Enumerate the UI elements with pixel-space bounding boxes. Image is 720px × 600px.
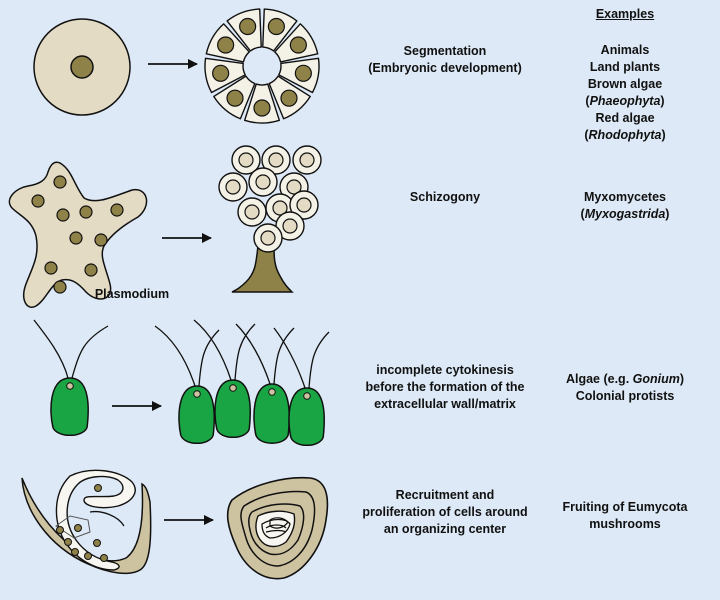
spore-nucleus — [225, 179, 241, 195]
example-line: Myxomycetes — [584, 190, 666, 204]
example-line: Land plants — [589, 60, 661, 74]
process-label-recruitment: Recruitment and proliferation of cells a… — [345, 487, 545, 538]
flagellum — [193, 319, 232, 381]
example-line: Red algae — [595, 111, 655, 125]
eyespot — [229, 384, 237, 392]
flagellum — [308, 331, 330, 389]
nucleus — [226, 89, 244, 107]
eyespot — [303, 392, 311, 400]
spore-nucleus — [268, 152, 284, 168]
process-label-incomplete-cytokinesis: incomplete cytokinesis before the format… — [345, 362, 545, 413]
spore-nucleus — [286, 179, 302, 195]
process-line: an organizing center — [383, 522, 507, 536]
process-line: before the formation of the — [365, 380, 525, 394]
examples-segmentation: Animals Land plants Brown algae (Phaeoph… — [565, 42, 685, 144]
sporangium-fruiting-body — [218, 145, 322, 293]
process-line: Segmentation — [403, 44, 487, 58]
eyespot — [193, 390, 201, 398]
process-line: (Embryonic development) — [368, 61, 522, 75]
examples-colonial: Algae (e.g. Gonium) Colonial protists — [550, 371, 700, 405]
nucleus — [289, 36, 307, 54]
example-line: Colonial protists — [575, 389, 675, 403]
algal-cell — [288, 387, 325, 447]
nucleus — [267, 17, 285, 36]
process-line: Schizogony — [409, 190, 481, 204]
eyespot — [66, 382, 74, 390]
algal-cell — [253, 383, 290, 444]
example-line: (Rhodophyta) — [584, 128, 666, 142]
spore-nucleus — [296, 197, 312, 213]
flagellum — [33, 319, 69, 379]
process-label-segmentation: Segmentation (Embryonic development) — [345, 43, 545, 77]
process-label-schizogony: Schizogony — [370, 189, 520, 206]
blastula-ring-of-cells — [204, 8, 320, 124]
spore-nucleus — [272, 200, 288, 216]
spore-nucleus — [255, 174, 271, 190]
flagellum — [273, 327, 295, 385]
flagellum — [234, 323, 256, 381]
example-line: Animals — [600, 43, 650, 57]
spore-nucleus — [299, 152, 315, 168]
mushroom-primordium — [226, 476, 329, 580]
algal-cell — [50, 377, 89, 437]
nucleus — [217, 36, 235, 54]
spore-nucleus — [238, 152, 254, 168]
algal-cell — [178, 385, 215, 445]
nucleus — [294, 64, 312, 82]
spore-nucleus — [244, 204, 260, 220]
examples-header: Examples — [595, 7, 655, 21]
eyespot — [268, 388, 276, 396]
flagellum — [273, 327, 306, 389]
flagellum — [71, 325, 109, 379]
example-line: mushrooms — [589, 517, 661, 531]
plasmodium-label: Plasmodium — [94, 287, 170, 301]
single-flagellate-cell — [33, 319, 109, 437]
example-line: Fruiting of Eumycota — [562, 500, 688, 514]
nucleus — [280, 89, 298, 107]
nucleus — [239, 17, 257, 36]
flagellum — [198, 329, 220, 387]
spore-nucleus — [260, 230, 276, 246]
hyphal-organizing-center — [21, 469, 152, 575]
nucleus — [212, 64, 230, 82]
example-line: (Phaeophyta) — [585, 94, 665, 108]
flagellum — [235, 323, 271, 385]
process-line: Recruitment and — [395, 488, 495, 502]
flagellum — [154, 325, 196, 387]
example-line: Brown algae — [587, 77, 663, 91]
colonial-flagellate-cells — [154, 319, 330, 447]
example-line: Algae (e.g. Gonium) — [565, 372, 685, 386]
algal-cell — [214, 379, 251, 439]
process-line: proliferation of cells around — [362, 505, 528, 519]
process-line: extracellular wall/matrix — [374, 397, 516, 411]
single-cell-zygote — [33, 18, 131, 116]
process-line: incomplete cytokinesis — [376, 363, 514, 377]
nucleus — [253, 99, 271, 117]
examples-schizogony: Myxomycetes (Myxogastrida) — [565, 189, 685, 223]
example-line: (Myxogastrida) — [580, 207, 670, 221]
examples-mushrooms: Fruiting of Eumycota mushrooms — [550, 499, 700, 533]
spore-nucleus — [282, 218, 298, 234]
plasmodium-cell — [8, 161, 148, 308]
